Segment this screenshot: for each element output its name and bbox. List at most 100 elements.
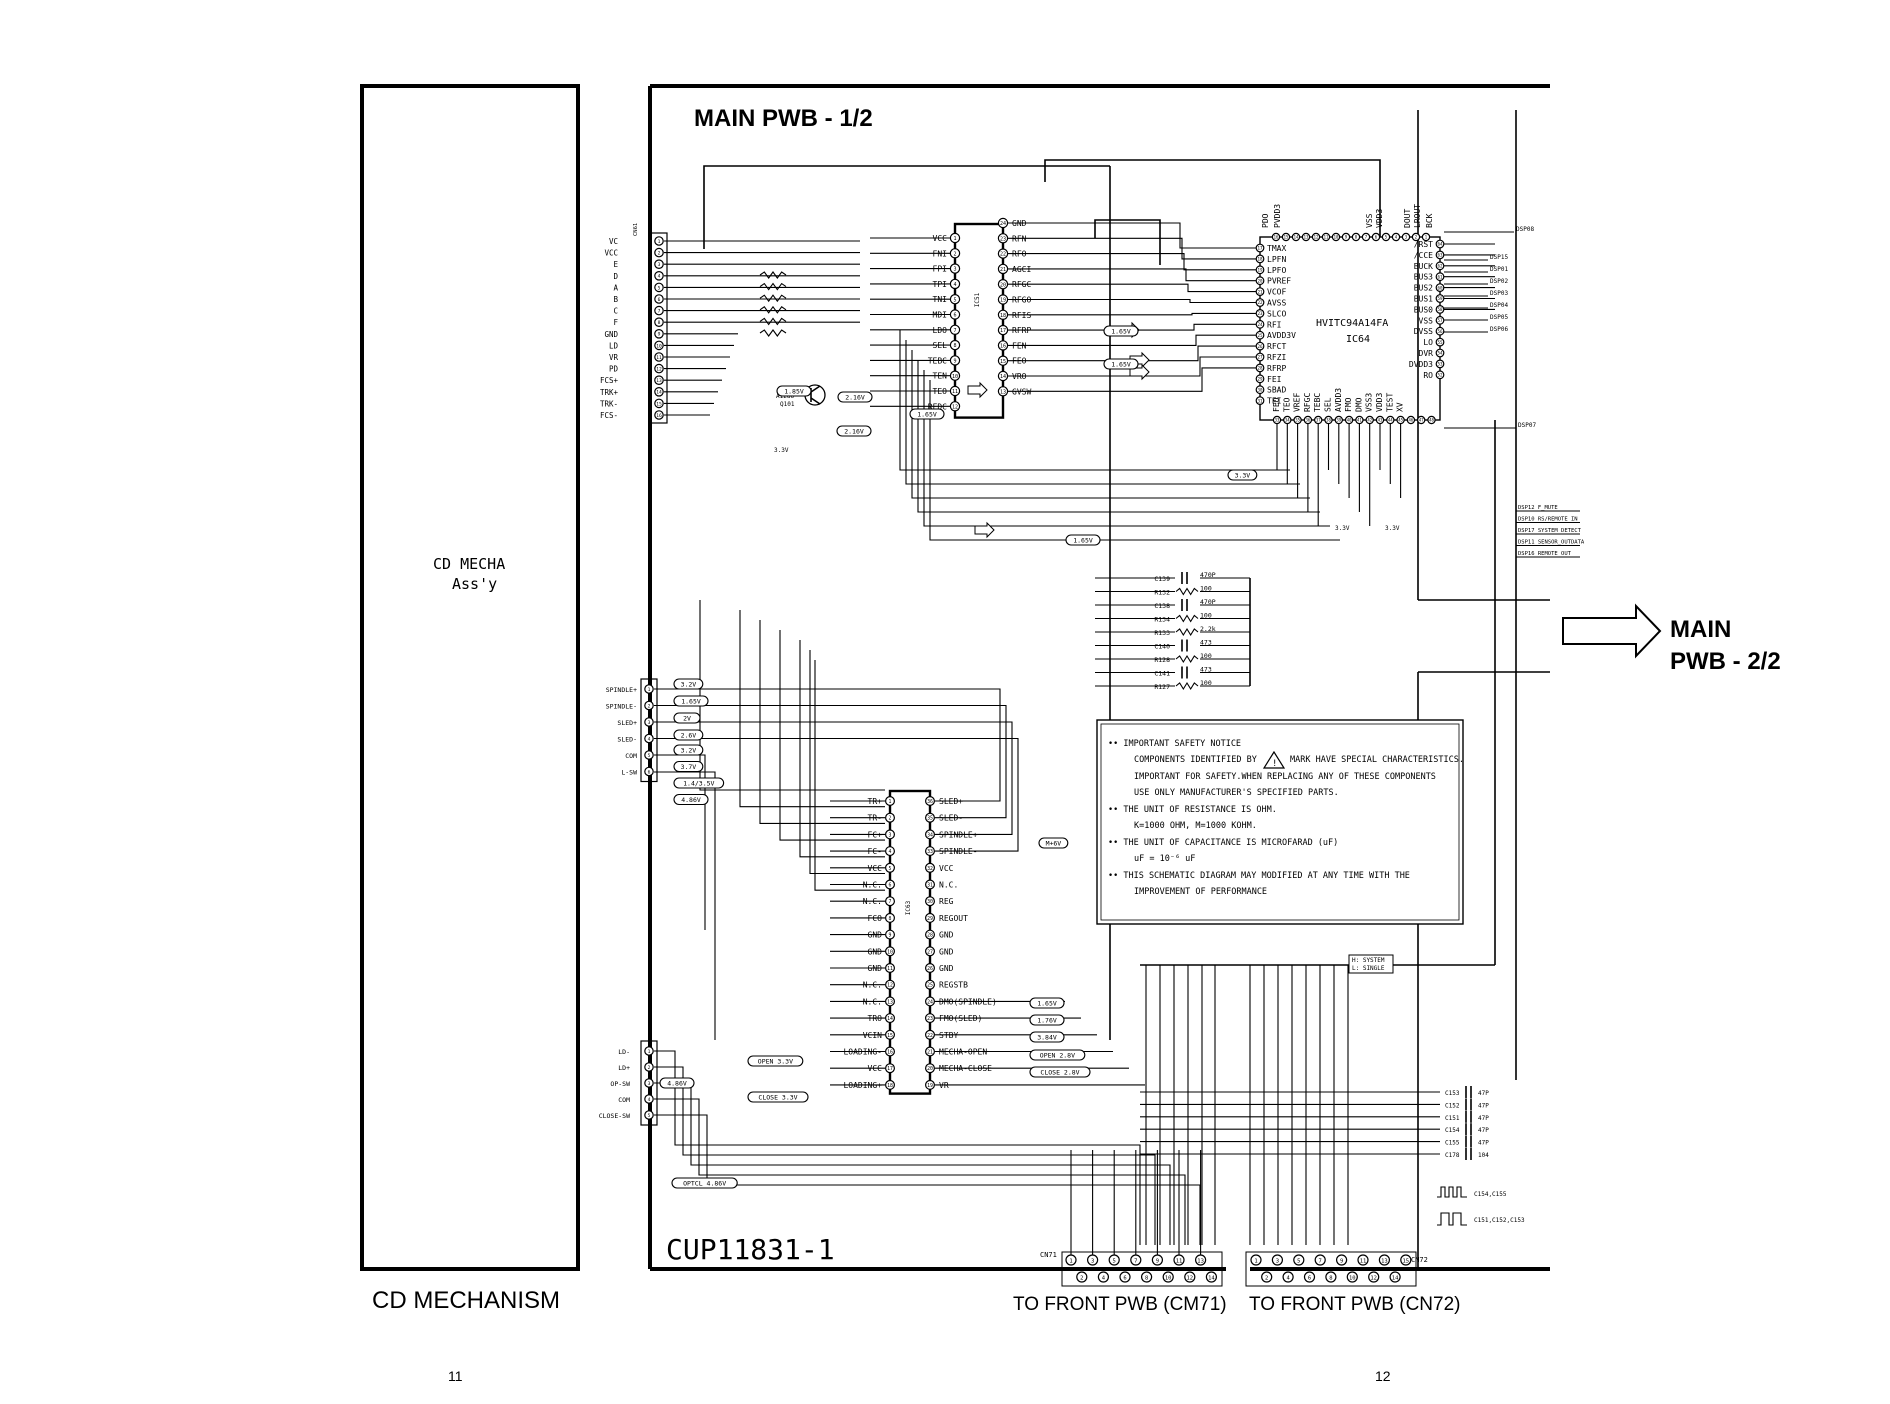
rc-res-3 [1175, 614, 1199, 623]
dsp-bottom-pin-6 [1334, 415, 1344, 425]
dsp-top-pin-6-num: 10 [1334, 235, 1339, 240]
dsp-bottom-label-5: SEL [1324, 397, 1333, 412]
voltage-tag-20-box [747, 1055, 804, 1067]
drv-right-pin-14 [924, 1029, 935, 1040]
notice-line-3: IMPORTANT FOR SAFETY.WHEN REPLACING ANY … [1134, 772, 1436, 782]
motor-pin-5 [644, 766, 654, 777]
motor-pin-2-num: 3 [648, 720, 651, 726]
dsp-right-label-10: DVR [1419, 349, 1434, 358]
cn72-pin-2 [1271, 1254, 1284, 1266]
cn72-pin-4-num: 5 [1297, 1258, 1300, 1264]
voltage-tag-0-box [1103, 325, 1139, 337]
dsp-right-pin-12-num: 52 [1437, 373, 1443, 378]
dsp-top-pin-5-num: 11 [1324, 235, 1329, 240]
dsp-bottom-pin-8 [1355, 415, 1364, 425]
loading-pin-1-num: 2 [648, 1065, 651, 1071]
cn71-pin-13 [1205, 1271, 1218, 1283]
front-cap-ref-5: C178 [1445, 1152, 1460, 1159]
dsp-bottom-pin-7 [1344, 415, 1354, 425]
dsp-left-label-1: LPFN [1267, 255, 1286, 264]
drv-left-pin-17-num: 18 [887, 1083, 893, 1089]
motor-lsw-wire [654, 771, 716, 1040]
voltage-tag-23-box [671, 1177, 738, 1189]
rf-right-pin-10-num: 14 [1000, 374, 1006, 380]
rc-ref-0: C139 [1154, 575, 1170, 583]
main-pwb-2-title-2: PWB - 2/2 [1670, 648, 1781, 675]
safety-notice-box [1096, 719, 1464, 925]
dsp-right-pin-1-num: 63 [1437, 253, 1443, 258]
pickup-pin-3-num: 4 [658, 274, 661, 280]
voltage-tag-10: 2.6V [681, 732, 697, 740]
waveform-legend: C154,C155 C151,C152,C153 [1437, 1186, 1525, 1226]
dsp-right-pin-4 [1435, 283, 1445, 293]
rf-right-pin-11-num: 13 [1000, 389, 1006, 395]
pickup-pin-10 [654, 352, 664, 362]
rf-to-dsp-4 [1008, 283, 1256, 293]
drv-left-pin-15 [884, 1046, 895, 1057]
drv-left-pin-11-num: 12 [887, 983, 893, 989]
drv-right-label-10: GND [939, 964, 954, 973]
cn72-pin-3-num: 4 [1286, 1275, 1290, 1281]
drv-left-pin-16-num: 17 [887, 1066, 893, 1072]
dsp-left-pin-10-num: 27 [1257, 355, 1263, 360]
notice-line-2b: MARK HAVE SPECIAL CHARACTERISTICS. [1290, 755, 1464, 765]
motor-pin-5-num: 6 [648, 769, 651, 775]
pickup-pin-label-14: TRK- [600, 399, 618, 408]
rf-left-pin-6-num: 7 [953, 328, 956, 334]
dsp-left-pin-6 [1255, 309, 1265, 318]
rf-ic-body [953, 222, 1005, 419]
dsp-left-pin-2 [1255, 265, 1265, 275]
dsp-bottom-label-7: FMO [1344, 397, 1353, 412]
dsp-top-label-5: LROUT [1413, 204, 1422, 228]
dsp-signal-0: DSP12 F_MUTE [1518, 505, 1558, 511]
voltage-tag-14: 4.86V [681, 796, 701, 804]
cn72-pin-5 [1303, 1271, 1316, 1283]
dsp-top-label-2: VSS [1365, 213, 1374, 228]
drv-left-pin-0 [884, 795, 895, 806]
dsp-bottom-pin-11 [1386, 415, 1395, 425]
drv-right-pin-11-num: 25 [927, 983, 933, 989]
drv-right-label-11: REGSTB [939, 981, 968, 990]
drv-right-pin-17-num: 19 [927, 1083, 933, 1089]
dsp-top-pin-6 [1331, 232, 1341, 242]
voltage-tag-2: 1.65V [917, 411, 937, 419]
rf-left-pin-2 [949, 263, 961, 274]
pickup-pin-9-num: 10 [656, 343, 662, 349]
dsp-top-pin-9 [1361, 232, 1371, 242]
cn72-label: CN72 [1411, 1256, 1428, 1264]
pickup-pin-label-10: VR [609, 353, 619, 362]
motor-pin-label-0: SPINDLE+ [606, 686, 637, 694]
rf-left-pin-8-num: 9 [953, 358, 956, 364]
wire-network: A1286Q1013.3V3.3V3.3V [654, 159, 1496, 1245]
cn72-pin-10-num: 11 [1360, 1258, 1367, 1264]
cn71-body [1061, 1251, 1223, 1287]
rf-left-pin-3 [949, 278, 961, 290]
notice-line-7: •• THE UNIT OF CAPACITANCE IS MICROFARAD… [1108, 838, 1338, 848]
dsp-left-pin-14-num: 31 [1257, 398, 1263, 403]
waveform-2-icon [1437, 1212, 1467, 1226]
rc-res-4 [1175, 627, 1199, 637]
cn71-pin-3 [1097, 1271, 1110, 1283]
dsp-top-pin-14-num: 2 [1415, 235, 1418, 240]
pickup-pin-label-9: LD [609, 341, 619, 350]
dsp-left-label-12: FEI [1267, 375, 1282, 384]
system-note-1: H: SYSTEM [1352, 957, 1385, 964]
dsp-return-1 [905, 340, 1300, 485]
dsp-top-label-0: PDO [1261, 213, 1270, 228]
dsp-left-label-10: RFZI [1267, 353, 1286, 362]
dsp-port-label-3: DSP02 [1490, 278, 1508, 285]
notice-line-2: COMPONENTS IDENTIFIED BY [1134, 755, 1257, 765]
drv-right-pin-12 [924, 996, 935, 1007]
pickup-pin-9 [654, 340, 664, 351]
dsp-left-label-6: SLCO [1267, 309, 1286, 318]
dsp-left-pin-7 [1255, 319, 1265, 329]
voltage-tag-16: 1.76V [1037, 1017, 1057, 1025]
pickup-pin-11-num: 12 [656, 366, 662, 372]
cd-mecha-label-1: CD MECHA [433, 555, 505, 573]
